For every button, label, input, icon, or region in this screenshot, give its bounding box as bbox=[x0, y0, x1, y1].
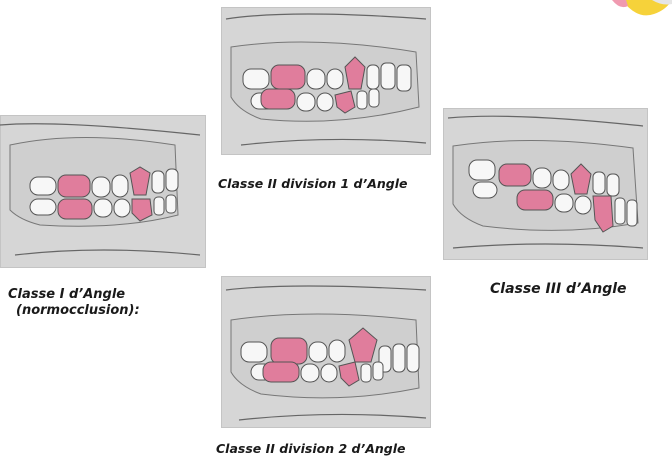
class-2-div-2-teeth-illustration bbox=[225, 285, 427, 421]
class-3-diagram bbox=[443, 108, 648, 260]
class-1-caption-line-1: Classe I d’Angle bbox=[8, 287, 126, 302]
class-3-caption-line-1: Classe III d’Angle bbox=[490, 281, 627, 297]
class-1-caption: Classe I d’Angle (normocclusion): bbox=[8, 287, 140, 319]
class-1-teeth-illustration bbox=[0, 123, 201, 256]
class-2-div-1-diagram bbox=[221, 7, 431, 155]
class-2-div-2-diagram bbox=[221, 276, 431, 428]
class-2-div-2-caption-line-1: Classe II division 2 d’Angle bbox=[216, 441, 406, 456]
class-3-teeth-illustration bbox=[447, 115, 644, 249]
class-1-caption-line-2: (normocclusion): bbox=[16, 303, 140, 318]
class-2-div-1-caption-line-1: Classe II division 1 d’Angle bbox=[218, 176, 408, 191]
class-2-div-1-teeth-illustration bbox=[225, 13, 427, 146]
class-1-diagram bbox=[0, 115, 206, 268]
class-2-div-1-caption: Classe II division 1 d’Angle bbox=[218, 176, 408, 191]
class-3-caption: Classe III d’Angle bbox=[490, 281, 627, 297]
class-2-div-2-caption: Classe II division 2 d’Angle bbox=[216, 441, 406, 456]
corner-decoration-icon bbox=[612, 0, 672, 16]
